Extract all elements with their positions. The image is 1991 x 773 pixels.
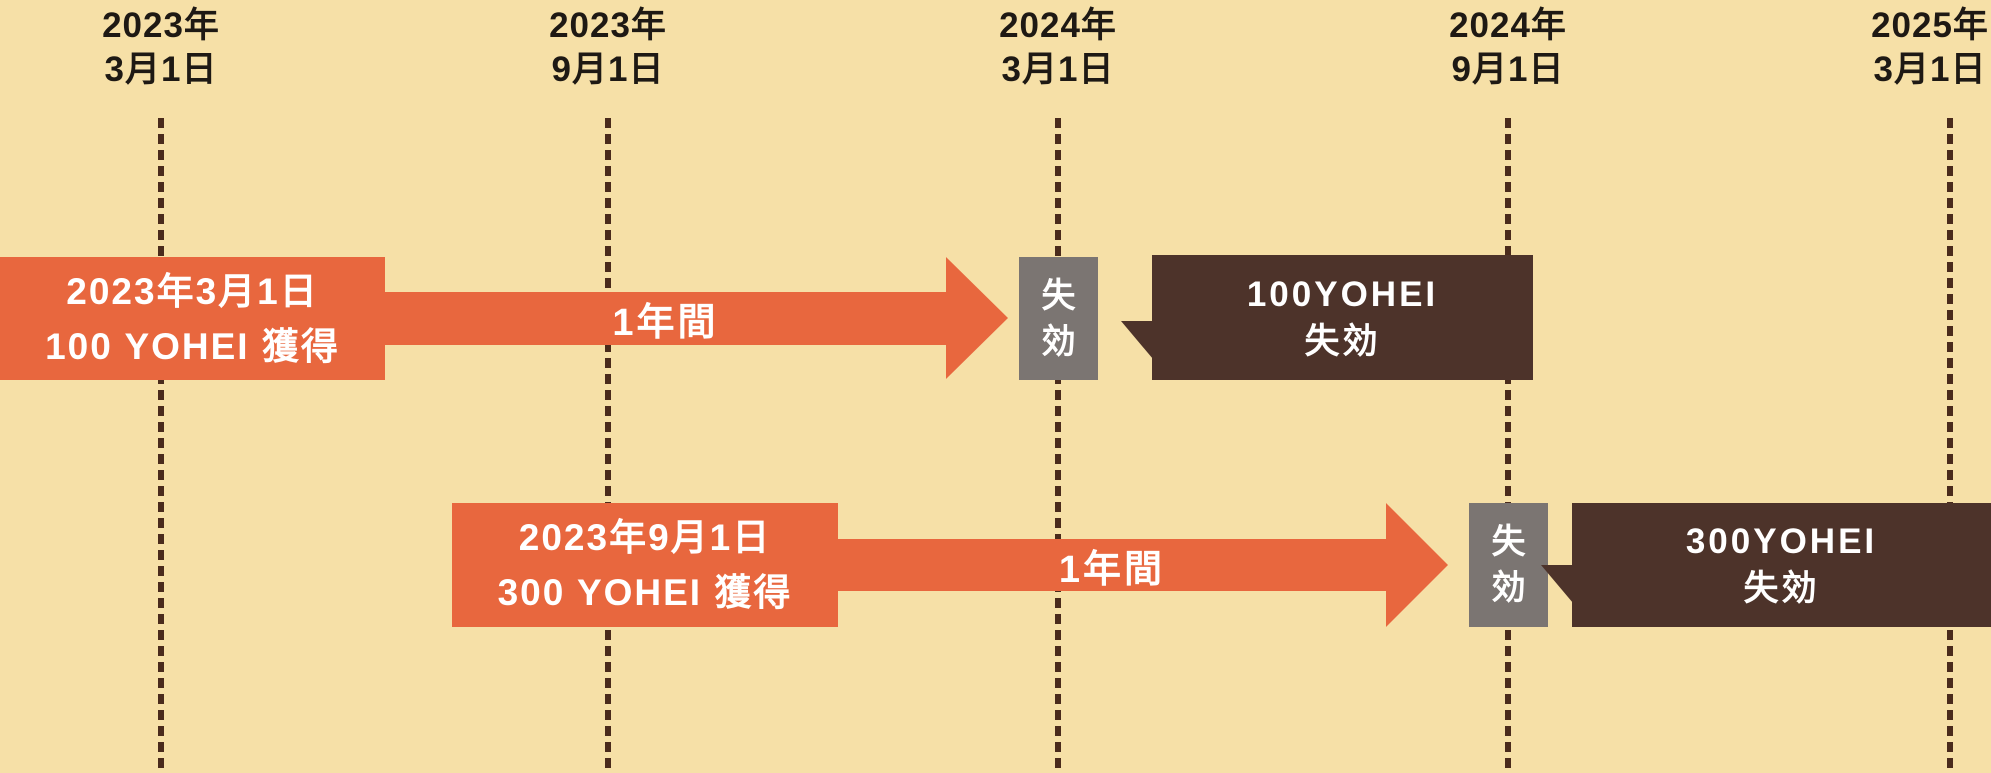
duration-label: 1年間 — [1058, 548, 1166, 591]
timeline-dashed-line — [158, 118, 164, 773]
duration-label: 1年間 — [612, 302, 719, 344]
expiration-box: 失 効 — [1469, 503, 1548, 627]
timeline-dashed-line — [1505, 118, 1511, 773]
timeline-dashed-line — [1055, 118, 1061, 773]
arrow-head-icon — [946, 257, 1008, 379]
bubble-amount: 300YOHEI — [1685, 522, 1878, 561]
date-label: 2024年 9月1日 — [1449, 4, 1567, 92]
grant-date: 2023年3月1日 — [66, 270, 319, 312]
expiration-bubble: 100YOHEI 失効 — [1152, 255, 1533, 380]
expiration-bubble: 300YOHEI 失効 — [1572, 503, 1991, 627]
date-label: 2023年 3月1日 — [102, 4, 220, 92]
date-label-day: 3月1日 — [104, 50, 218, 89]
grant-box: 2023年9月1日 300 YOHEI 獲得 — [452, 503, 838, 627]
expiration-char: 効 — [1491, 569, 1526, 607]
bubble-amount: 100YOHEI — [1246, 274, 1439, 314]
bubble-status: 失効 — [1743, 569, 1820, 608]
arrow-head-icon — [1386, 503, 1448, 627]
timeline-dashed-line — [1947, 118, 1953, 773]
date-label-day: 9月1日 — [1451, 50, 1565, 89]
grant-box: 2023年3月1日 100 YOHEI 獲得 — [0, 257, 385, 380]
arrow-shaft — [838, 539, 1388, 591]
date-label-year: 2025年 — [1871, 6, 1989, 45]
date-label: 2024年 3月1日 — [999, 4, 1117, 92]
grant-date: 2023年9月1日 — [518, 517, 772, 558]
date-label-year: 2023年 — [102, 6, 220, 45]
expiration-box: 失 効 — [1019, 257, 1098, 380]
timeline-dashed-line — [605, 118, 611, 773]
date-label: 2025年 3月1日 — [1871, 4, 1989, 92]
date-label-day: 3月1日 — [1001, 50, 1115, 89]
date-label-year: 2024年 — [999, 6, 1117, 45]
bubble-status: 失効 — [1304, 321, 1381, 361]
date-label-day: 9月1日 — [551, 50, 665, 89]
date-label-year: 2023年 — [549, 6, 667, 45]
expiration-char: 失 — [1491, 523, 1526, 561]
bubble-tail-icon — [1121, 321, 1153, 359]
bubble-tail-icon — [1541, 565, 1573, 603]
date-label: 2023年 9月1日 — [549, 4, 667, 92]
grant-amount: 300 YOHEI 獲得 — [497, 572, 793, 613]
date-label-year: 2024年 — [1449, 6, 1567, 45]
arrow-shaft — [385, 292, 948, 345]
expiration-char: 効 — [1041, 322, 1076, 361]
date-label-day: 3月1日 — [1873, 50, 1987, 89]
expiration-char: 失 — [1041, 276, 1076, 315]
grant-amount: 100 YOHEI 獲得 — [45, 325, 340, 367]
